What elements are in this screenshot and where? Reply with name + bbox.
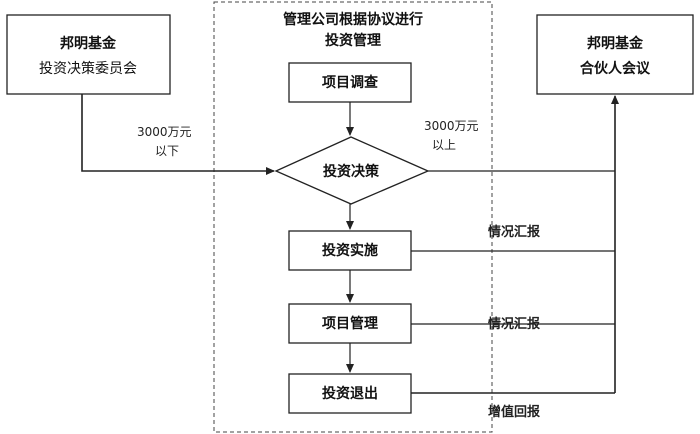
label-report-2: 情况汇报: [488, 316, 541, 332]
arrow-committee-to-decision: [81, 94, 275, 175]
partners-box: [536, 14, 694, 95]
label-return: 增值回报: [488, 404, 541, 420]
step-exit-box: [288, 373, 412, 414]
step-manage-label: 项目管理: [322, 315, 378, 332]
step-implement-box: [288, 230, 412, 271]
container-title-line2: 投资管理: [325, 32, 381, 49]
committee-line2: 投资决策委员会: [39, 60, 137, 77]
container-title-line1: 管理公司根据协议进行: [283, 11, 423, 28]
step-decision-label: 投资决策: [323, 163, 380, 180]
step-research-label: 项目调查: [322, 74, 379, 91]
step-implement-label: 投资实施: [322, 242, 378, 259]
label-report-1: 情况汇报: [488, 224, 541, 240]
label-below-amount: 3000万元: [137, 125, 192, 139]
label-above-text: 以上: [432, 138, 456, 152]
label-above-amount: 3000万元: [424, 119, 479, 133]
committee-box: [6, 14, 171, 95]
step-manage-box: [288, 303, 412, 344]
partners-line1: 邦明基金: [587, 35, 644, 52]
management-container: [213, 1, 493, 433]
step-decision-diamond: [274, 136, 430, 205]
committee-line1: 邦明基金: [60, 35, 117, 52]
label-below-text: 以下: [155, 144, 179, 158]
step-exit-label: 投资退出: [322, 385, 378, 402]
partners-line2: 合伙人会议: [580, 60, 651, 77]
